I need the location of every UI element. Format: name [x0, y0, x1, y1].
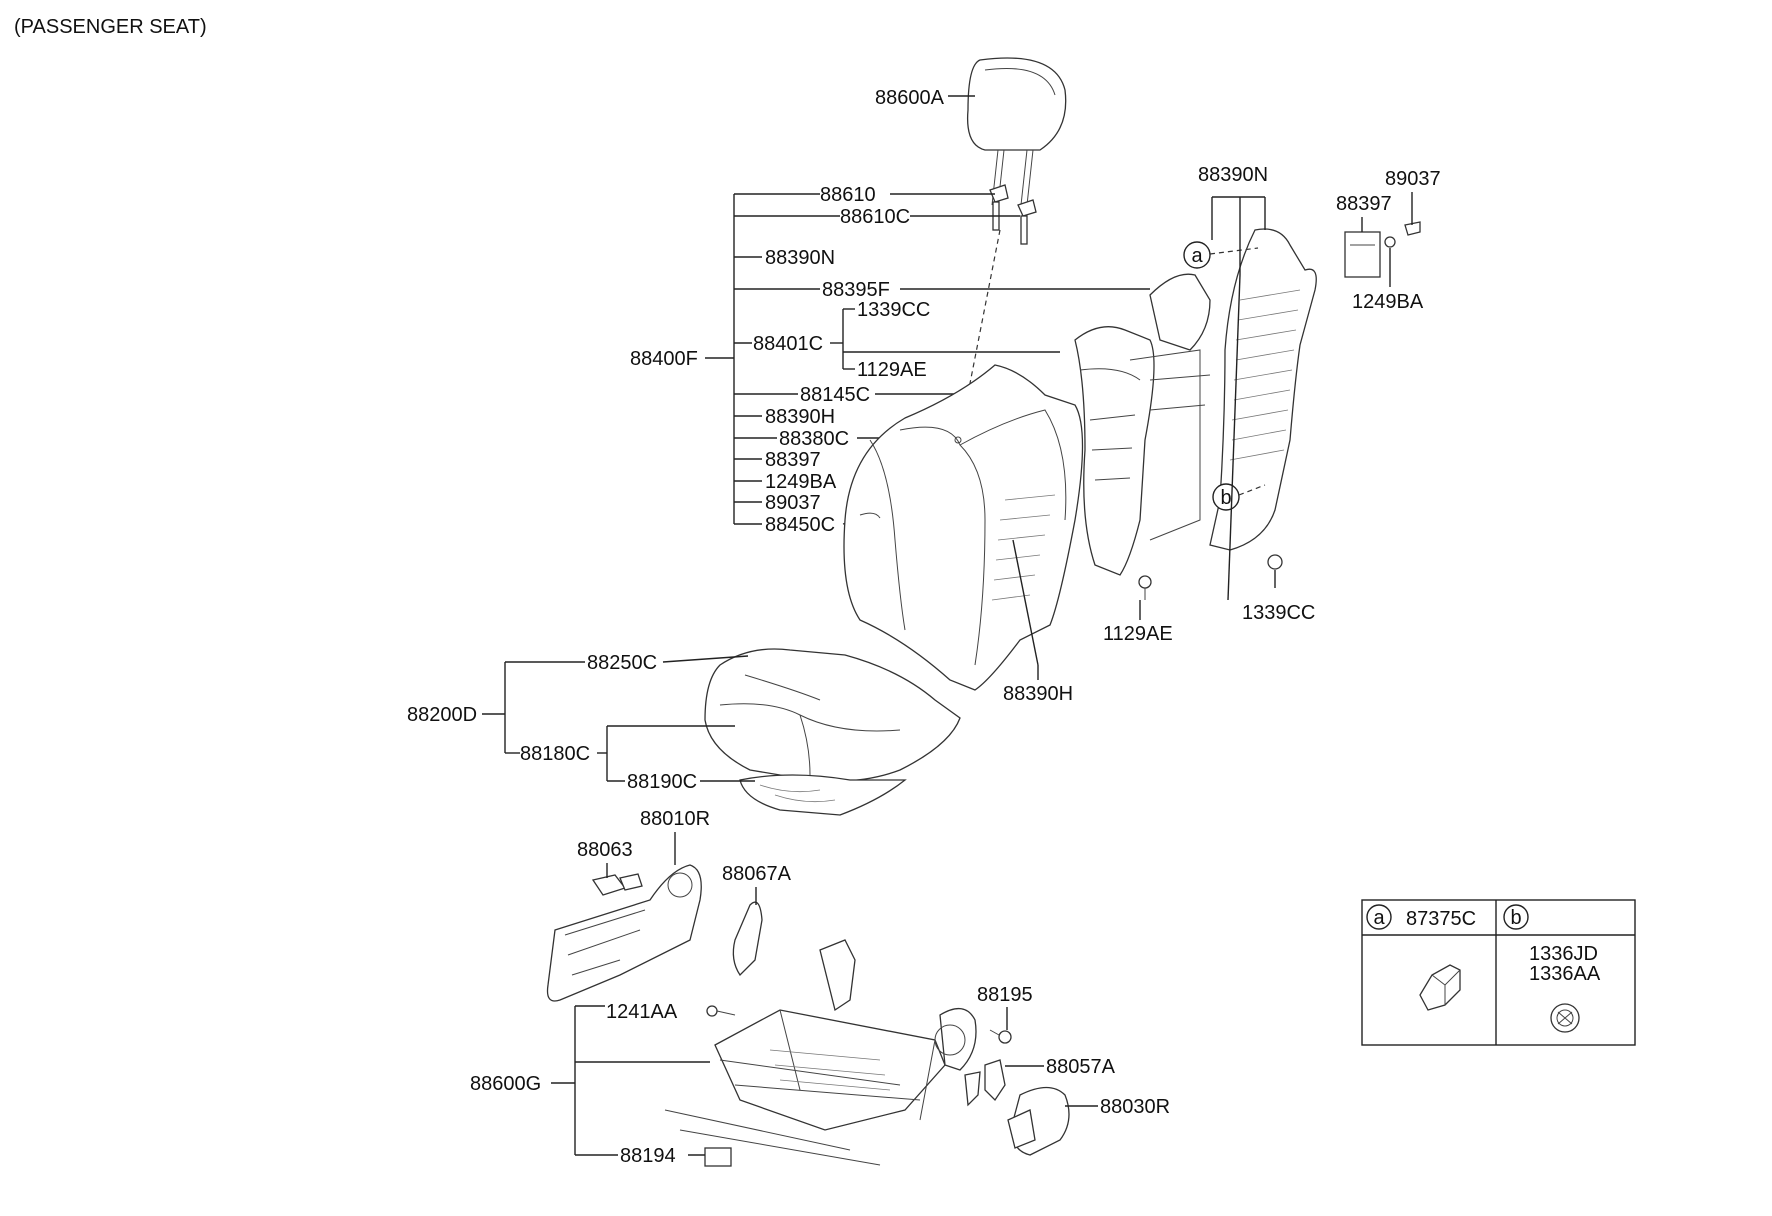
label-88067A: 88067A — [722, 863, 792, 885]
bracket-88600G — [551, 1005, 710, 1156]
label-88030R: 88030R — [1100, 1096, 1170, 1118]
label-88145C: 88145C — [800, 384, 870, 406]
legend-b-part2: 1336AA — [1529, 963, 1601, 985]
label-88401C: 88401C — [753, 333, 823, 355]
nut-1339CC — [1267, 554, 1283, 588]
label-88194: 88194 — [620, 1145, 676, 1167]
label-88195: 88195 — [977, 984, 1033, 1006]
diagram-title: (PASSENGER SEAT) — [14, 16, 207, 38]
label-1249BA-left: 1249BA — [765, 471, 837, 493]
label-88380C: 88380C — [779, 428, 849, 450]
seat-cushion — [704, 648, 961, 816]
label-1249BA-right: 1249BA — [1352, 291, 1424, 313]
label-88600G: 88600G — [470, 1073, 541, 1095]
legend-table: a 87375C b 1336JD 1336AA — [1361, 899, 1636, 1046]
bolt-88195 — [989, 1007, 1012, 1044]
label-88395F: 88395F — [822, 279, 890, 301]
label-88250C: 88250C — [587, 652, 657, 674]
bolt-1241AA — [706, 1005, 736, 1017]
label-1129AE-left: 1129AE — [857, 359, 927, 381]
svg-text:b: b — [1220, 487, 1231, 509]
seatback-cover — [843, 364, 1084, 691]
label-88200D: 88200D — [407, 704, 477, 726]
cover-88030R — [1007, 1086, 1098, 1156]
legend-a-part: 87375C — [1406, 908, 1476, 930]
label-89037-right: 89037 — [1385, 168, 1441, 190]
label-88397-left: 88397 — [765, 449, 821, 471]
label-88610: 88610 — [820, 184, 876, 206]
label-1241AA: 1241AA — [606, 1001, 678, 1023]
legend-b-part1: 1336JD — [1529, 943, 1598, 965]
legend-b-circle — [1503, 904, 1529, 930]
bracket-88200D — [482, 655, 755, 782]
label-88390N-right: 88390N — [1198, 164, 1268, 186]
label-89037-left: 89037 — [765, 492, 821, 514]
guide-88610 — [989, 184, 1037, 245]
bracket-88390N-right — [1211, 196, 1266, 601]
label-88180C: 88180C — [520, 743, 590, 765]
callout-a: a — [1183, 241, 1259, 269]
label-88063: 88063 — [577, 839, 633, 861]
label-1339CC-left: 1339CC — [857, 299, 930, 321]
legend-a-letter: a — [1373, 907, 1385, 929]
label-88190C: 88190C — [627, 771, 697, 793]
bracket-88057A — [964, 1059, 1044, 1107]
svg-text:a: a — [1191, 245, 1203, 267]
side-shield-88010R — [546, 864, 702, 1002]
knob-88063 — [591, 873, 643, 896]
seatback-back-panel — [1209, 221, 1421, 551]
label-88390H-left: 88390H — [765, 406, 835, 428]
label-88390H-right: 88390H — [1003, 683, 1073, 705]
label-88450C: 88450C — [765, 514, 835, 536]
headrest — [966, 57, 1067, 206]
label-88057A: 88057A — [1046, 1056, 1116, 1078]
label-1129AE-right: 1129AE — [1103, 623, 1173, 645]
seatback-frame — [1074, 273, 1211, 576]
clip-87375C-illustration — [1419, 964, 1461, 1011]
label-1339CC-right: 1339CC — [1242, 602, 1315, 624]
label-88400F: 88400F — [630, 348, 698, 370]
seat-track-frame — [664, 939, 977, 1166]
motor-88194 — [704, 1147, 732, 1167]
legend-b-letter: b — [1510, 907, 1521, 929]
label-88610C: 88610C — [840, 206, 910, 228]
label-88010R: 88010R — [640, 808, 710, 830]
bolt-1129AE — [1138, 575, 1152, 620]
grommet-1336-illustration — [1550, 1003, 1580, 1033]
bracket-88067A — [732, 901, 763, 977]
label-88390N-left: 88390N — [765, 247, 835, 269]
label-88600A: 88600A — [875, 87, 945, 109]
bracket-88400F — [705, 193, 1150, 525]
label-88397-right: 88397 — [1336, 193, 1392, 215]
legend-a-circle — [1366, 904, 1392, 930]
